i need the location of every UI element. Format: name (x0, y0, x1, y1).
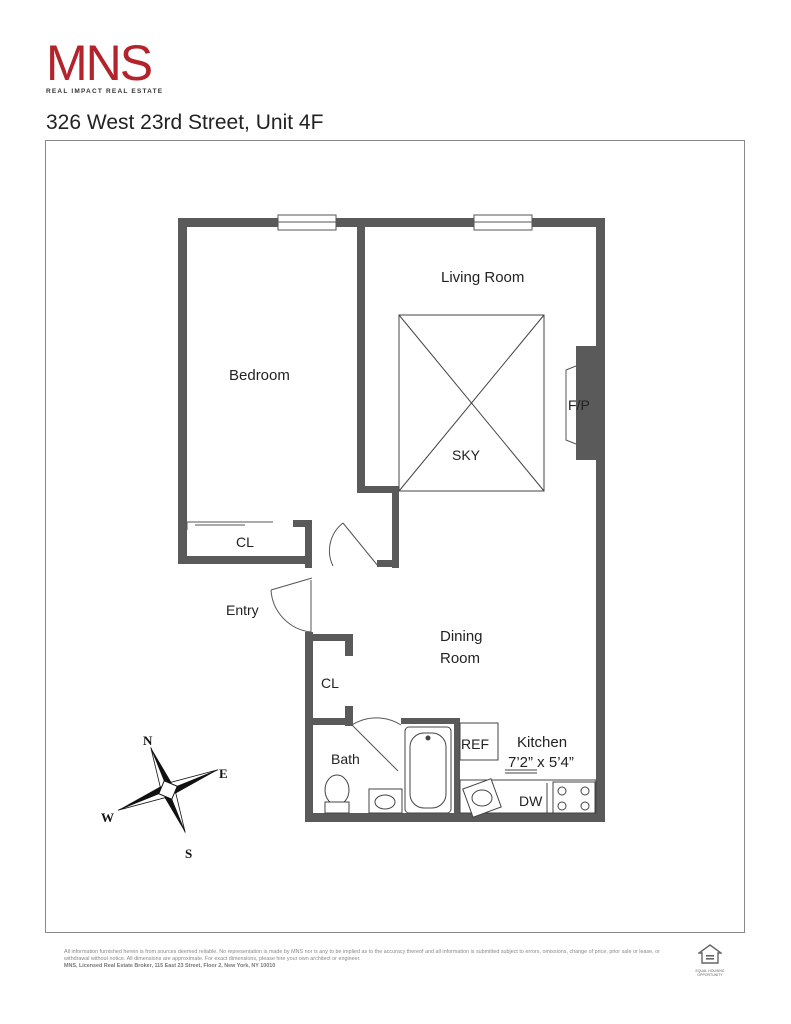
logo-tagline: REAL IMPACT REAL ESTATE (46, 88, 164, 95)
compass-west: W (101, 810, 114, 825)
wall-top-mid (336, 218, 474, 227)
wall-hall-stub (377, 560, 399, 567)
label-bath: Bath (331, 751, 360, 767)
property-address: 326 West 23rd Street, Unit 4F (46, 111, 324, 134)
label-refrigerator: REF (461, 736, 489, 752)
fireplace-hearth (565, 365, 577, 445)
kitchen-fixtures (459, 722, 597, 818)
wall-bedroom-living (357, 218, 365, 492)
refrigerator (459, 722, 499, 761)
skylight (398, 314, 545, 492)
footer-disclaimer: All information furnished herein is from… (64, 949, 674, 970)
label-living-room: Living Room (441, 269, 524, 286)
wall-bedroom-bottom (178, 556, 306, 564)
label-skylight: SKY (452, 447, 481, 463)
wall-top-right (532, 218, 605, 227)
label-hall-closet: CL (321, 675, 339, 691)
equal-housing-badge: EQUAL HOUSING OPPORTUNITY (695, 944, 725, 977)
logo-wordmark: MNS (46, 35, 153, 91)
label-dishwasher: DW (519, 793, 543, 809)
wall-left-lower (305, 632, 313, 822)
label-bedroom: Bedroom (229, 367, 290, 384)
brand-logo: MNS REAL IMPACT REAL ESTATE (46, 38, 163, 95)
compass-rose-icon (117, 747, 219, 833)
bathtub-basin (409, 732, 447, 809)
wall-top-left (178, 218, 278, 227)
label-kitchen-dims: 7’2” x 5’4” (508, 754, 574, 771)
firm-info: MNS, Licensed Real Estate Broker, 115 Ea… (64, 963, 276, 969)
wall-closet-stub (293, 520, 312, 527)
walls (178, 218, 605, 822)
label-entry: Entry (226, 602, 259, 618)
wall-right (596, 218, 605, 821)
compass-north: N (143, 733, 153, 748)
wall-left-bedroom (178, 218, 187, 564)
wall-closet-top (305, 634, 353, 641)
wall-closet-bottom (305, 718, 353, 725)
equal-housing-label: EQUAL HOUSING OPPORTUNITY (695, 969, 725, 977)
windows (277, 214, 533, 231)
label-bedroom-closet: CL (236, 534, 254, 550)
toilet-bowl (324, 774, 350, 806)
equal-housing-icon (696, 944, 724, 964)
fireplace-chimney (576, 346, 598, 460)
wall-bath-top (401, 718, 459, 724)
compass-south: S (185, 846, 192, 861)
label-kitchen: Kitchen (517, 734, 567, 751)
label-dining-1: Dining (440, 628, 483, 645)
wall-closet-top-stub (345, 634, 353, 656)
wall-living-step-down (392, 486, 399, 568)
doors (270, 522, 402, 772)
bedroom-closet-lines (186, 521, 273, 530)
wall-living-step (357, 486, 399, 493)
disclaimer-text: All information furnished herein is from… (64, 949, 660, 962)
wall-bath-kitchen (454, 718, 460, 818)
bath-fixtures (324, 726, 452, 814)
label-dining-2: Room (440, 650, 480, 667)
compass-east: E (219, 766, 228, 781)
floorplan-frame (45, 140, 745, 933)
wall-hall-left (305, 520, 312, 568)
wall-closet-bottom-stub (345, 706, 353, 726)
toilet-tank (324, 801, 350, 814)
label-fireplace: F/P (568, 397, 590, 413)
